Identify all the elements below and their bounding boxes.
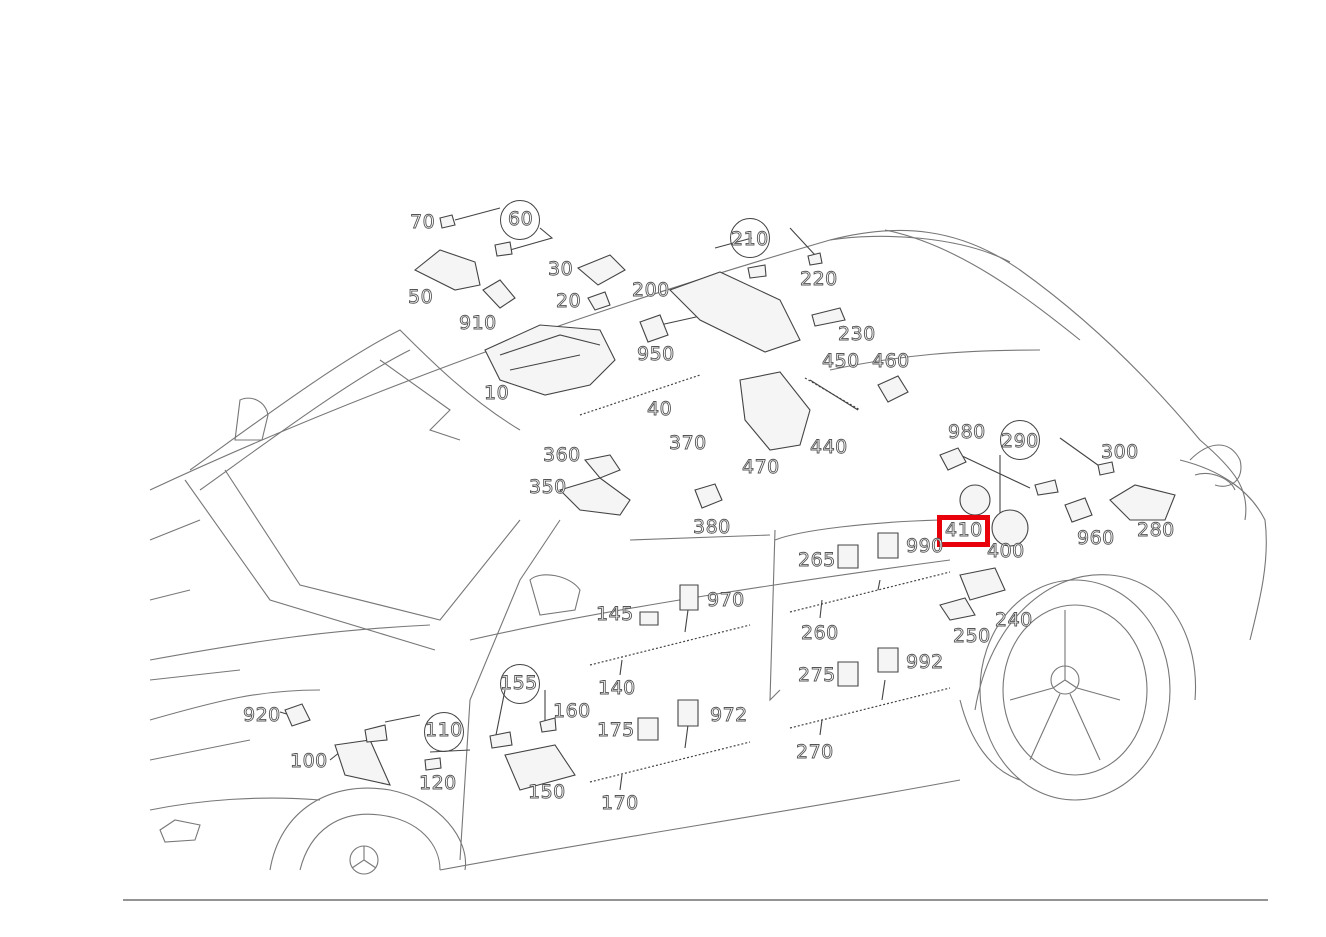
part-label-10[interactable]: 10 xyxy=(484,382,510,404)
part-label-410[interactable]: 410 xyxy=(945,519,983,541)
part-label-155[interactable]: 155 xyxy=(500,672,538,694)
part-label-170[interactable]: 170 xyxy=(601,792,639,814)
part-label-270[interactable]: 270 xyxy=(796,741,834,763)
part-label-120[interactable]: 120 xyxy=(419,772,457,794)
part-label-300[interactable]: 300 xyxy=(1101,441,1139,463)
part-label-992[interactable]: 992 xyxy=(906,651,944,673)
part-label-380[interactable]: 380 xyxy=(693,516,731,538)
part-label-60[interactable]: 60 xyxy=(508,208,534,230)
part-label-920[interactable]: 920 xyxy=(243,704,281,726)
callout-circle-60 xyxy=(500,200,540,240)
part-label-280[interactable]: 280 xyxy=(1137,519,1175,541)
car-outline xyxy=(149,229,1267,875)
callout-circle-210 xyxy=(730,218,770,258)
part-label-210[interactable]: 210 xyxy=(731,228,769,250)
part-label-110[interactable]: 110 xyxy=(425,719,463,741)
part-label-960[interactable]: 960 xyxy=(1077,527,1115,549)
part-label-50[interactable]: 50 xyxy=(408,286,434,308)
part-label-200[interactable]: 200 xyxy=(632,279,670,301)
callout-circle-110 xyxy=(424,712,464,752)
part-label-150[interactable]: 150 xyxy=(528,781,566,803)
part-label-910[interactable]: 910 xyxy=(459,312,497,334)
highlight-box-410 xyxy=(937,515,990,547)
part-label-175[interactable]: 175 xyxy=(597,719,635,741)
part-label-160[interactable]: 160 xyxy=(553,700,591,722)
part-label-470[interactable]: 470 xyxy=(742,456,780,478)
part-label-40[interactable]: 40 xyxy=(647,398,673,420)
part-label-240[interactable]: 240 xyxy=(995,609,1033,631)
part-label-350[interactable]: 350 xyxy=(529,476,567,498)
part-label-290[interactable]: 290 xyxy=(1001,430,1039,452)
part-label-980[interactable]: 980 xyxy=(948,421,986,443)
part-label-400[interactable]: 400 xyxy=(987,540,1025,562)
part-label-140[interactable]: 140 xyxy=(598,677,636,699)
part-label-70[interactable]: 70 xyxy=(410,211,436,233)
rod-parts xyxy=(579,374,951,783)
part-label-450[interactable]: 450 xyxy=(822,350,860,372)
callout-circle-155 xyxy=(500,664,540,704)
part-label-250[interactable]: 250 xyxy=(953,625,991,647)
part-label-972[interactable]: 972 xyxy=(710,704,748,726)
part-label-360[interactable]: 360 xyxy=(543,444,581,466)
part-label-970[interactable]: 970 xyxy=(707,589,745,611)
part-label-440[interactable]: 440 xyxy=(810,436,848,458)
part-label-950[interactable]: 950 xyxy=(637,343,675,365)
part-label-220[interactable]: 220 xyxy=(800,268,838,290)
part-label-275[interactable]: 275 xyxy=(798,664,836,686)
part-label-260[interactable]: 260 xyxy=(801,622,839,644)
part-label-30[interactable]: 30 xyxy=(548,258,574,280)
part-label-20[interactable]: 20 xyxy=(556,290,582,312)
part-label-370[interactable]: 370 xyxy=(669,432,707,454)
component-shapes xyxy=(284,214,1176,791)
part-label-460[interactable]: 460 xyxy=(872,350,910,372)
part-label-230[interactable]: 230 xyxy=(838,323,876,345)
part-label-100[interactable]: 100 xyxy=(290,750,328,772)
part-label-145[interactable]: 145 xyxy=(596,603,634,625)
callout-circle-290 xyxy=(1000,420,1040,460)
part-label-990[interactable]: 990 xyxy=(906,535,944,557)
part-label-265[interactable]: 265 xyxy=(798,549,836,571)
